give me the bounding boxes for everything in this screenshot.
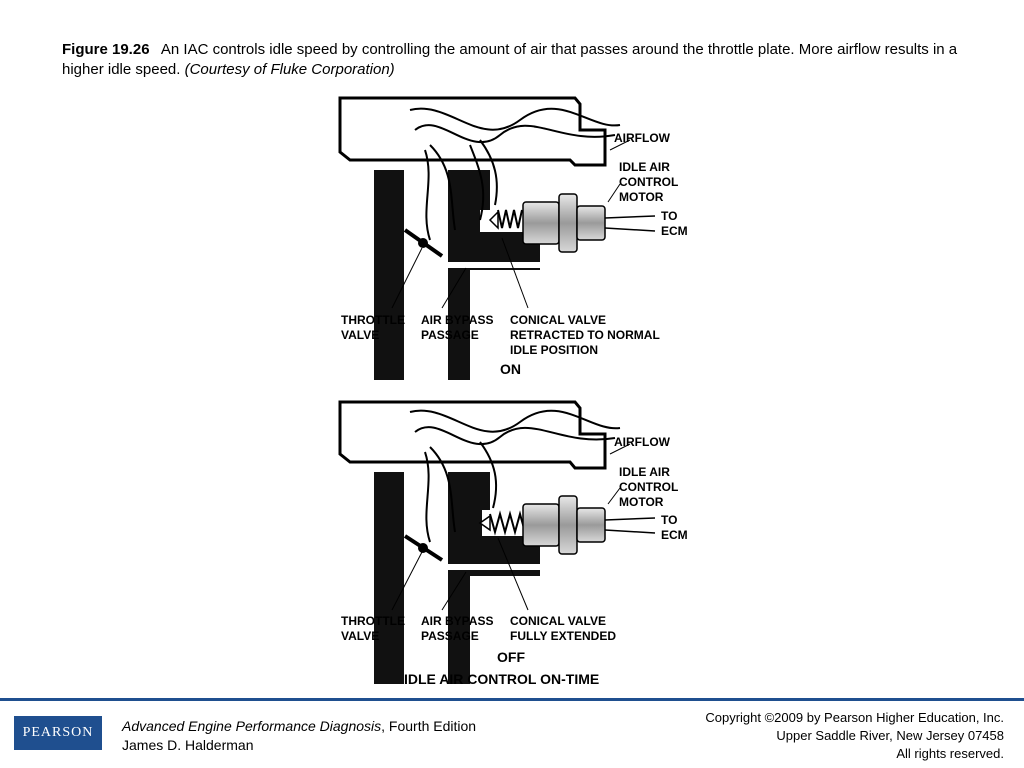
label-throttle-1: THROTTLE bbox=[341, 313, 405, 327]
label-throttle-1: THROTTLE bbox=[341, 614, 405, 628]
footer-divider bbox=[0, 698, 1024, 701]
label-iac-motor-1: IDLE AIR bbox=[619, 160, 670, 174]
state-on: ON bbox=[500, 361, 521, 377]
label-iac-motor-3: MOTOR bbox=[619, 190, 664, 204]
diagram-on: AIRFLOW IDLE AIR CONTROL MOTOR TO ECM TH… bbox=[338, 96, 688, 380]
copyright-line-2: Upper Saddle River, New Jersey 07458 bbox=[776, 728, 1004, 743]
valve-spring bbox=[489, 510, 526, 536]
book-author: James D. Halderman bbox=[122, 737, 254, 753]
label-iac-motor-2: CONTROL bbox=[619, 175, 678, 189]
throttle-body-housing bbox=[338, 96, 607, 167]
copyright-notice: Copyright ©2009 by Pearson Higher Educat… bbox=[705, 709, 1004, 763]
label-bypass-2: PASSAGE bbox=[421, 328, 479, 342]
ecm-wires bbox=[604, 517, 656, 521]
iac-motor-body bbox=[522, 201, 560, 245]
book-title: Advanced Engine Performance Diagnosis bbox=[122, 718, 382, 734]
label-airflow: AIRFLOW bbox=[614, 435, 671, 449]
throttle-bore-wall bbox=[374, 472, 404, 684]
book-edition: , Fourth Edition bbox=[381, 718, 477, 734]
label-iac-motor-1: IDLE AIR bbox=[619, 465, 670, 479]
bypass-block bbox=[448, 472, 540, 684]
pearson-logo: PEARSON bbox=[14, 716, 102, 750]
iac-diagram: AIRFLOW IDLE AIR CONTROL MOTOR TO ECM TH… bbox=[338, 96, 688, 687]
book-info: Advanced Engine Performance Diagnosis, F… bbox=[122, 717, 476, 755]
airflow-stream bbox=[409, 409, 621, 433]
label-conical-2: RETRACTED TO NORMAL bbox=[510, 328, 660, 342]
label-to: TO bbox=[661, 513, 677, 527]
label-ecm: ECM bbox=[661, 528, 688, 542]
caption-text: An IAC controls idle speed by controllin… bbox=[62, 41, 958, 78]
throttle-bore-wall bbox=[374, 170, 404, 380]
label-throttle-2: VALVE bbox=[341, 629, 379, 643]
airflow-stream bbox=[409, 107, 621, 131]
iac-motor-body bbox=[522, 503, 560, 547]
state-off: OFF bbox=[497, 649, 525, 665]
label-conical-3: IDLE POSITION bbox=[510, 343, 598, 357]
figure-number: Figure 19.26 bbox=[62, 41, 150, 58]
label-conical-1: CONICAL VALVE bbox=[510, 614, 606, 628]
label-conical-1: CONICAL VALVE bbox=[510, 313, 606, 327]
throttle-body-housing bbox=[338, 400, 607, 470]
conical-valve bbox=[478, 514, 491, 532]
label-airflow: AIRFLOW bbox=[614, 131, 671, 145]
diagram-title: IDLE AIR CONTROL ON-TIME bbox=[404, 671, 599, 687]
bypass-block bbox=[448, 170, 540, 380]
copyright-line-3: All rights reserved. bbox=[896, 746, 1004, 761]
conical-valve bbox=[488, 210, 499, 230]
label-to: TO bbox=[661, 209, 677, 223]
diagram-off: AIRFLOW IDLE AIR CONTROL MOTOR TO ECM TH… bbox=[338, 400, 688, 687]
label-bypass-1: AIR BYPASS bbox=[421, 313, 493, 327]
label-iac-motor-3: MOTOR bbox=[619, 495, 664, 509]
label-ecm: ECM bbox=[661, 224, 688, 238]
ecm-wires bbox=[604, 215, 656, 219]
label-throttle-2: VALVE bbox=[341, 328, 379, 342]
label-bypass-2: PASSAGE bbox=[421, 629, 479, 643]
label-conical-2: FULLY EXTENDED bbox=[510, 629, 616, 643]
valve-spring bbox=[497, 209, 523, 229]
label-bypass-1: AIR BYPASS bbox=[421, 614, 493, 628]
figure-caption: Figure 19.26 An IAC controls idle speed … bbox=[62, 40, 962, 80]
copyright-line-1: Copyright ©2009 by Pearson Higher Educat… bbox=[705, 710, 1004, 725]
caption-courtesy: (Courtesy of Fluke Corporation) bbox=[184, 61, 395, 78]
label-iac-motor-2: CONTROL bbox=[619, 480, 678, 494]
